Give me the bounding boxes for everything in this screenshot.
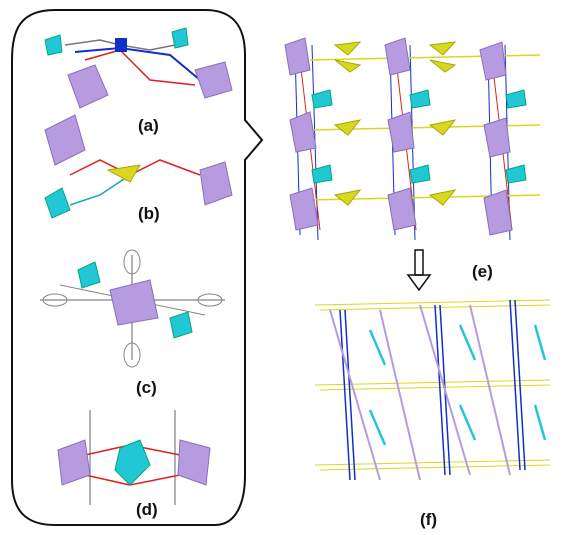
panel-d-structure [57, 410, 211, 505]
down-arrow-icon [406, 249, 432, 292]
blue-center-a [115, 38, 127, 52]
lavender-polyhedron-a-right [194, 61, 233, 99]
lavender-polyhedron-b-right [199, 161, 233, 206]
lavender-polyhedron-c [109, 279, 159, 326]
cyan-polyhedron-a-right [171, 27, 189, 49]
panel-label-b: (b) [138, 204, 160, 223]
panel-b-structure [44, 114, 233, 219]
panel-e-structure [284, 37, 541, 241]
cyan-polyhedron-d [114, 439, 151, 486]
lavender-polyhedron-d-left [57, 439, 91, 486]
cyan-polyhedron-a-left [44, 34, 63, 56]
panel-label-f: (f) [420, 510, 437, 529]
panel-f-structure [314, 299, 551, 481]
panel-c-structure [40, 249, 225, 368]
panel-label-c: (c) [136, 378, 157, 397]
lavender-polyhedron-a-left [67, 64, 109, 109]
panel-label-d: (d) [136, 500, 158, 519]
cyan-polyhedron-b [44, 187, 71, 219]
yellow-triangle-b [106, 164, 141, 183]
cyan-polyhedron-c-right [169, 311, 193, 339]
panel-label-e: (e) [472, 262, 493, 281]
cyan-polyhedron-c-left [77, 261, 101, 289]
panel-label-a: (a) [138, 116, 159, 135]
lavender-polyhedron-d-right [177, 439, 211, 486]
bracket-frame [11, 9, 264, 526]
lavender-polyhedron-b-left [44, 114, 86, 166]
panel-a-structure [44, 27, 233, 109]
